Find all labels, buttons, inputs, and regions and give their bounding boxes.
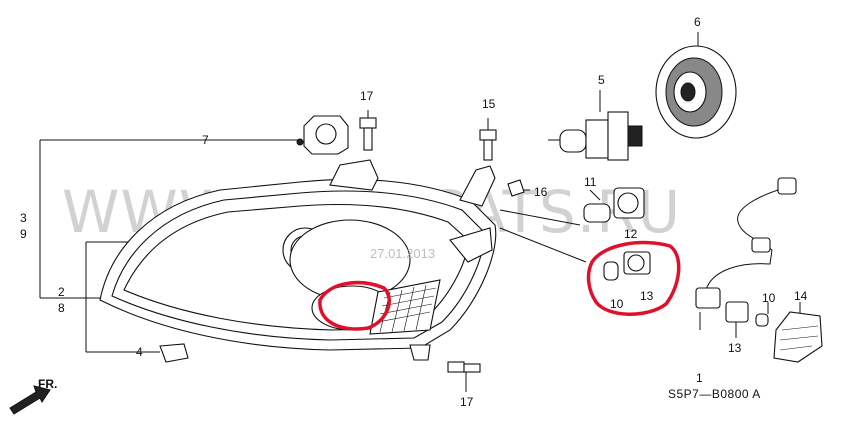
callout-17a: 17 (360, 89, 374, 103)
headlight-bulb (548, 111, 643, 161)
callout-1: 1 (696, 371, 703, 385)
callout-9: 9 (20, 227, 27, 241)
callout-11: 11 (584, 175, 597, 189)
callout-5: 5 (598, 73, 605, 87)
screw (479, 129, 497, 161)
callout-8: 8 (58, 301, 65, 315)
bolt-upper (359, 117, 377, 151)
side-marker-lens (773, 311, 823, 363)
highlight-marks (318, 240, 681, 331)
callout-6: 6 (694, 15, 701, 29)
leveling-actuator (296, 115, 349, 155)
dust-cover (655, 45, 737, 139)
clip-nut (507, 179, 525, 197)
marker-bulb-socket (603, 251, 651, 281)
leader-lines (39, 32, 801, 392)
headlight-housing (99, 159, 497, 361)
callout-2: 2 (58, 285, 65, 299)
callout-3: 3 (20, 211, 27, 225)
clip-fastener (159, 343, 189, 363)
wiring-harness (695, 177, 797, 309)
callout-10a: 10 (610, 297, 624, 311)
callout-4: 4 (136, 345, 143, 359)
date-stamp: 27.01.2013 (370, 246, 435, 261)
callout-12: 12 (624, 227, 638, 241)
position-socket (583, 187, 645, 223)
callout-7: 7 (202, 133, 209, 147)
front-direction-arrow: FR. (9, 377, 57, 415)
callout-16: 16 (534, 185, 548, 199)
callout-14: 14 (794, 289, 808, 303)
callout-13a: 13 (640, 289, 654, 303)
callout-labels: 1 2 3 4 5 6 7 8 9 10 10 11 12 13 13 14 1… (20, 15, 808, 409)
diagram-code: S5P7—B0800 A (668, 387, 761, 401)
side-marker-socket (725, 301, 769, 327)
callout-13b: 13 (728, 341, 742, 355)
bolt-lower (447, 361, 481, 373)
callout-10b: 10 (762, 291, 776, 305)
direction-label: FR. (38, 377, 57, 391)
callout-15: 15 (482, 97, 496, 111)
callout-17b: 17 (460, 395, 474, 409)
